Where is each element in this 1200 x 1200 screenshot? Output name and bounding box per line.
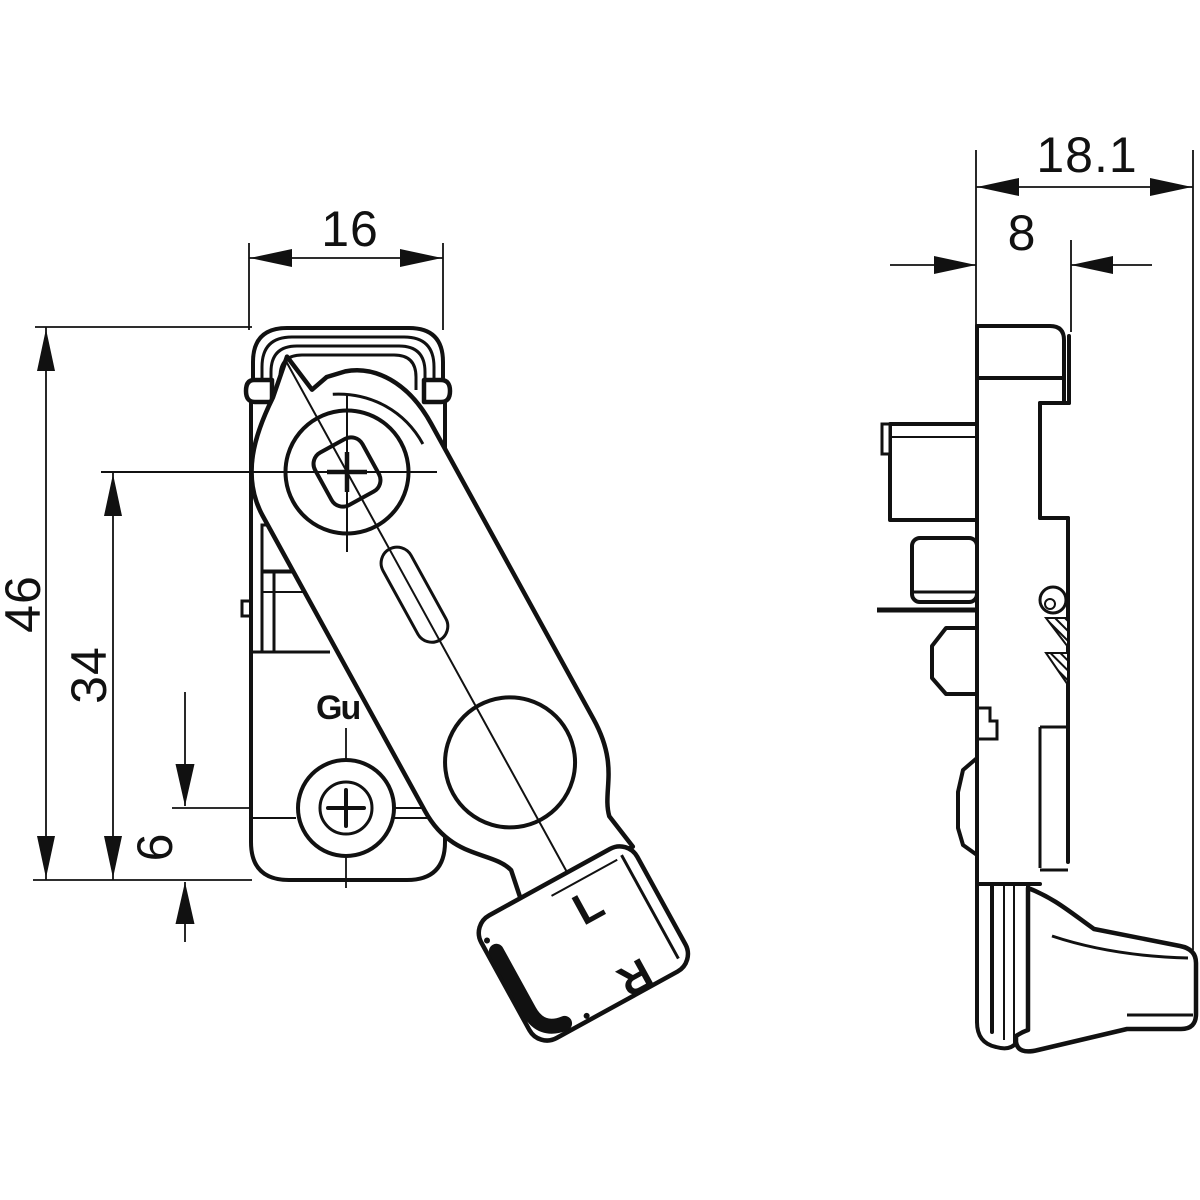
dimension-offset-6: 6 bbox=[127, 692, 296, 942]
lower-block-side bbox=[930, 626, 979, 696]
dim-label-8: 8 bbox=[1008, 205, 1037, 261]
dim-label-6: 6 bbox=[127, 833, 183, 862]
handle-grip-side bbox=[1013, 885, 1199, 1054]
knob: L R bbox=[476, 844, 691, 1043]
knob-shading bbox=[488, 943, 573, 1034]
side-profile-body bbox=[877, 324, 1199, 1054]
dimension-height-46: 46 bbox=[0, 326, 252, 881]
rivet-side bbox=[1038, 585, 1068, 615]
screw-hole bbox=[296, 728, 396, 888]
dim-label-34: 34 bbox=[61, 646, 117, 704]
dimension-width-16: 16 bbox=[248, 201, 444, 330]
lever-hole bbox=[443, 695, 578, 830]
spindle-square bbox=[311, 435, 383, 509]
spindle-hub-circle bbox=[283, 408, 411, 536]
dim-label-46: 46 bbox=[0, 575, 51, 633]
cap-right-foot bbox=[421, 377, 453, 405]
dimension-depth-8: 8 bbox=[890, 205, 1152, 332]
spindle-crosshair bbox=[101, 394, 437, 552]
boss-inner-arc bbox=[332, 392, 425, 445]
side-view: 18.1 8 bbox=[877, 127, 1199, 1054]
dim-label-18-1: 18.1 bbox=[1036, 127, 1137, 183]
front-view: 16 46 34 bbox=[0, 201, 691, 1043]
dimension-depth-18-1: 18.1 bbox=[975, 127, 1194, 950]
top-cap bbox=[243, 326, 453, 405]
latch-detail bbox=[240, 523, 330, 654]
manufacturer-logo: Gu bbox=[316, 689, 359, 727]
spindle-boss-side bbox=[888, 422, 979, 522]
hook-step bbox=[977, 706, 999, 741]
dimension-height-34: 34 bbox=[61, 472, 122, 880]
knurled-slot bbox=[379, 545, 450, 644]
lower-bump-side bbox=[956, 756, 979, 857]
lever-strip-side bbox=[975, 324, 1030, 1051]
dim-label-16: 16 bbox=[321, 201, 379, 257]
cap-left-foot bbox=[243, 377, 275, 405]
